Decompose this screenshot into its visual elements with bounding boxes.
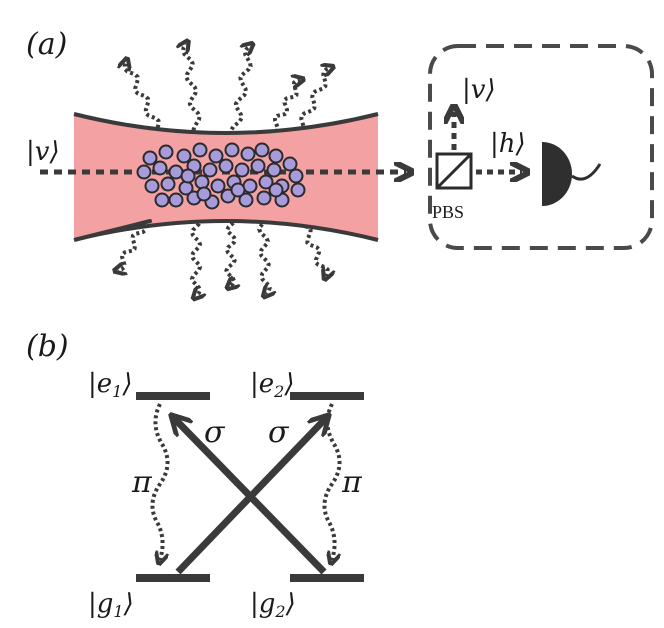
atom bbox=[258, 174, 274, 190]
atom bbox=[180, 168, 196, 184]
atom bbox=[136, 164, 152, 180]
atom bbox=[268, 148, 284, 164]
atom bbox=[238, 192, 254, 208]
panel-a-label: (a) bbox=[26, 27, 67, 62]
atom bbox=[158, 144, 174, 160]
sigma-arrow-g2-e1 bbox=[172, 416, 327, 575]
detector-icon bbox=[542, 142, 572, 206]
sigma-left-label: σ bbox=[204, 415, 226, 450]
emitted-photon-arrow bbox=[261, 80, 300, 152]
atom bbox=[142, 150, 158, 166]
atom bbox=[160, 176, 176, 192]
cavity-mirror-top bbox=[73, 112, 379, 135]
level-e2-label: |e2⟩ bbox=[250, 369, 295, 401]
atom bbox=[192, 142, 208, 158]
atom bbox=[168, 192, 184, 208]
panel-b-label: (b) bbox=[26, 329, 69, 364]
atom bbox=[196, 186, 212, 202]
atom bbox=[210, 178, 226, 194]
atom bbox=[202, 162, 218, 178]
atom bbox=[282, 156, 298, 172]
atom bbox=[154, 192, 170, 208]
atom bbox=[218, 158, 234, 174]
pi-left-label: π bbox=[131, 465, 153, 500]
atom bbox=[224, 142, 240, 158]
level-e1-label: |e1⟩ bbox=[88, 369, 133, 401]
atom bbox=[240, 146, 256, 162]
atom bbox=[230, 182, 246, 198]
detector-wire bbox=[571, 163, 602, 181]
emitted-photon-arrow bbox=[229, 46, 250, 152]
input-state-label: |v⟩ bbox=[26, 137, 60, 167]
atom bbox=[234, 162, 250, 178]
detection-box bbox=[428, 44, 654, 250]
atom bbox=[266, 162, 282, 178]
atom bbox=[144, 178, 160, 194]
atom bbox=[256, 190, 272, 206]
cavity-mirror-bottom bbox=[73, 219, 379, 242]
atom bbox=[250, 158, 266, 174]
pi-arrow-e2-g2 bbox=[322, 403, 342, 560]
pi-right-label: π bbox=[341, 465, 363, 500]
h-output-label: |h⟩ bbox=[490, 129, 526, 159]
sigma-arrow-g1-e2 bbox=[175, 416, 328, 575]
pbs-cube bbox=[435, 152, 473, 190]
level-g1-label: |g1⟩ bbox=[88, 589, 134, 621]
pbs-diagonal bbox=[435, 152, 473, 190]
atomic-ensemble bbox=[136, 142, 306, 210]
atom bbox=[176, 148, 192, 164]
atom bbox=[194, 174, 210, 190]
atom bbox=[268, 182, 284, 198]
atom bbox=[290, 182, 306, 198]
cavity-beam bbox=[74, 114, 378, 240]
pi-arrow-e1-g1 bbox=[150, 403, 170, 560]
atom bbox=[254, 142, 270, 158]
sigma-right-label: σ bbox=[268, 415, 290, 450]
atom bbox=[208, 148, 224, 164]
atom bbox=[152, 160, 168, 176]
pbs-label: PBS bbox=[432, 202, 464, 222]
atom bbox=[288, 168, 304, 184]
level-g2-label: |g2⟩ bbox=[250, 589, 296, 621]
v-output-label: |v⟩ bbox=[462, 75, 496, 105]
